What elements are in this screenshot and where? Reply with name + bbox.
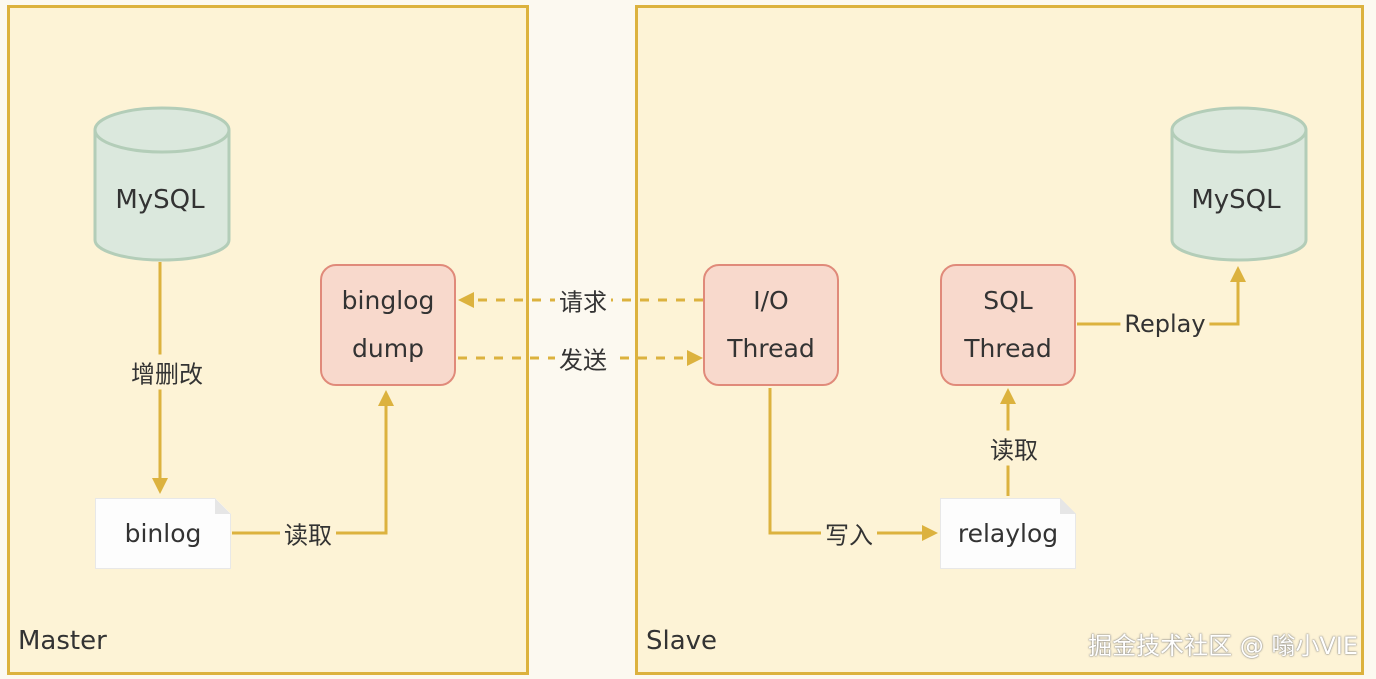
master-mysql-label: MySQL <box>115 185 205 215</box>
sql-thread-line2: Thread <box>964 334 1052 363</box>
sql-thread-node: SQL Thread <box>940 264 1076 386</box>
binglog-dump-node: binglog dump <box>320 264 456 386</box>
relaylog-file-label: relaylog <box>957 518 1059 548</box>
slave-panel-label: Slave <box>646 626 718 656</box>
slave-mysql-label: MySQL <box>1191 185 1281 215</box>
edge-label-replay: Replay <box>1120 310 1210 338</box>
relaylog-file-node: relaylog <box>940 498 1076 569</box>
edge-label-slave-write: 写入 <box>821 515 877 551</box>
edge-label-master-write: 增删改 <box>127 354 207 390</box>
sql-thread-line1: SQL <box>983 286 1033 315</box>
io-thread-node: I/O Thread <box>703 264 839 386</box>
edge-label-request: 请求 <box>555 282 611 318</box>
edge-label-slave-read: 读取 <box>986 430 1042 466</box>
binlog-file-label: binlog <box>124 518 202 548</box>
binglog-dump-line1: binglog <box>341 286 435 315</box>
binglog-dump-line2: dump <box>352 334 424 363</box>
binlog-file-node: binlog <box>95 498 231 569</box>
edge-label-send: 发送 <box>555 340 611 376</box>
watermark: 掘金技术社区 @ 嗡小VIE <box>1088 632 1358 660</box>
io-thread-line2: Thread <box>727 334 815 363</box>
io-thread-line1: I/O <box>753 286 789 315</box>
edge-label-master-read: 读取 <box>280 515 336 551</box>
master-panel-label: Master <box>18 626 107 656</box>
